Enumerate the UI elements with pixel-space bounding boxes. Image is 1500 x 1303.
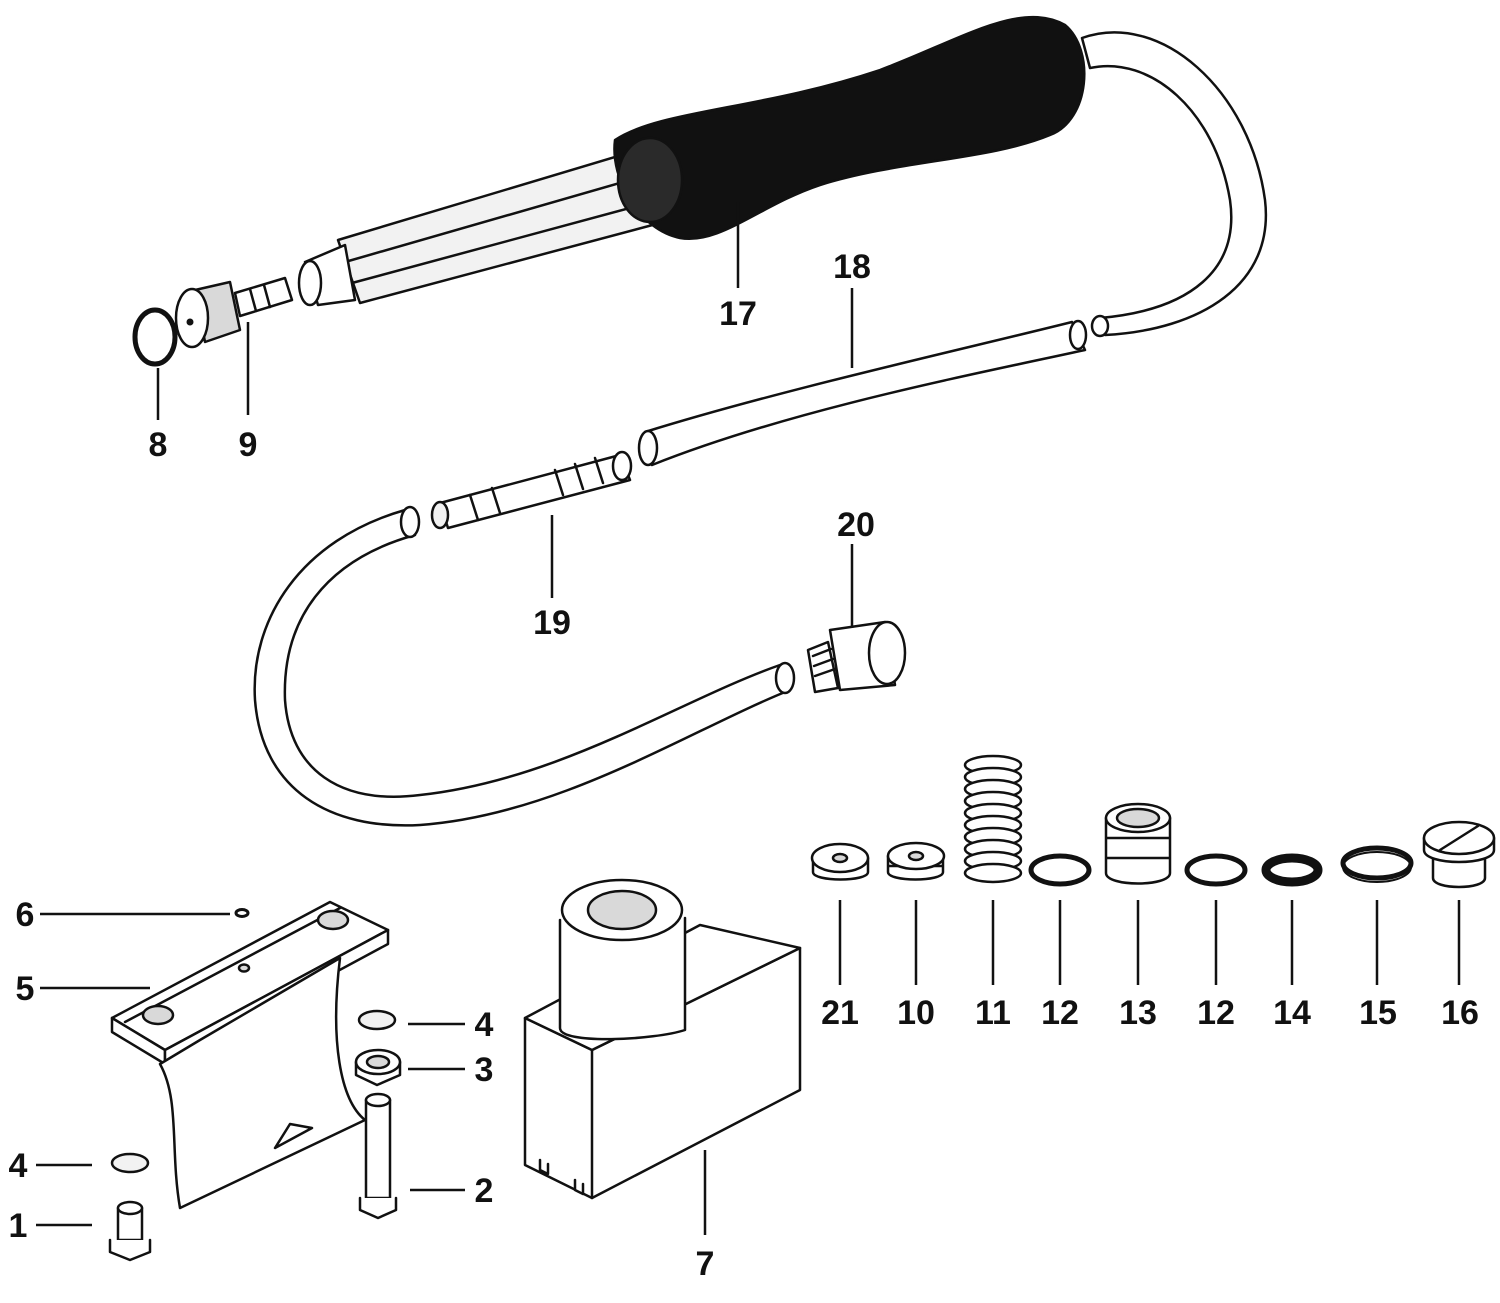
callout-5: 5 (16, 970, 35, 1008)
gasket-part-15 (1340, 845, 1414, 883)
stud-part-2 (358, 1092, 398, 1220)
callout-20: 20 (837, 506, 875, 544)
callout-4-lower: 4 (9, 1147, 28, 1185)
o-ring-part-12-right (1184, 853, 1248, 887)
washer-part-14 (1261, 853, 1323, 887)
callout-13: 13 (1119, 994, 1157, 1032)
lock-washer-part-4-upper (357, 1009, 397, 1031)
callout-21: 21 (821, 994, 859, 1032)
fitting-part-9 (174, 276, 294, 349)
lock-washer-part-4-lower (110, 1152, 150, 1174)
callout-2: 2 (475, 1172, 494, 1210)
o-ring-part-12-left (1028, 853, 1092, 887)
body-block-part-7 (523, 878, 802, 1200)
hose-part-18 (253, 31, 1268, 827)
o-ring-part-8 (132, 307, 178, 367)
callout-12-left: 12 (1041, 994, 1079, 1032)
callout-9: 9 (239, 426, 258, 464)
callout-11: 11 (975, 994, 1011, 1032)
fitting-part-1 (108, 1200, 152, 1262)
callout-19: 19 (533, 604, 571, 642)
callout-7: 7 (696, 1245, 715, 1283)
threaded-cap-part-20 (806, 620, 907, 694)
spring-part-11 (963, 754, 1023, 884)
leader-lines (36, 202, 1461, 1235)
callout-15: 15 (1359, 994, 1397, 1032)
handle-part-17 (297, 15, 1086, 307)
valve-seat-part-10 (886, 841, 946, 881)
callout-17: 17 (719, 295, 757, 333)
nut-part-3 (354, 1048, 402, 1087)
bracket-part-5 (110, 900, 390, 1210)
callout-14: 14 (1273, 994, 1311, 1032)
callout-labels: 17 18 8 9 19 20 21 10 11 12 13 12 14 15 … (9, 248, 1479, 1283)
washer-part-21 (810, 842, 870, 881)
callout-16: 16 (1441, 994, 1479, 1032)
connector-part-19 (430, 450, 633, 530)
callout-4-upper: 4 (475, 1006, 494, 1044)
callout-6: 6 (16, 896, 35, 934)
pin-part-6 (234, 908, 250, 918)
callout-10: 10 (897, 994, 935, 1032)
callout-3: 3 (475, 1051, 494, 1089)
plug-part-16 (1422, 820, 1496, 889)
bushing-part-13 (1104, 802, 1172, 885)
callout-12-right: 12 (1197, 994, 1235, 1032)
callout-8: 8 (149, 426, 168, 464)
callout-1: 1 (9, 1207, 28, 1245)
callout-18: 18 (833, 248, 871, 286)
